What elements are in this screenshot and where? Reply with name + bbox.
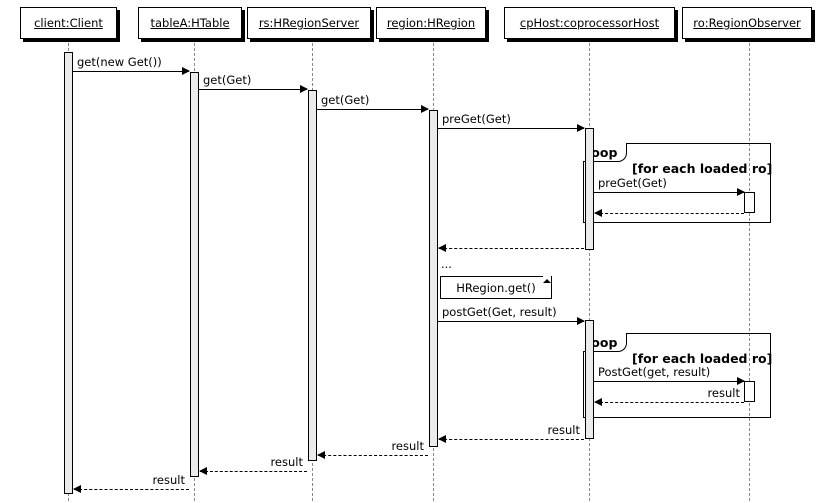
participant-tableA[interactable]: tableA:HTable <box>138 7 242 39</box>
message-arrowhead-m9 <box>737 377 745 385</box>
participant-label: rs:HRegionServer <box>258 16 360 30</box>
fragment-loop <box>583 333 771 418</box>
message-label-m11: result <box>547 423 580 437</box>
activation-bar-cpHost <box>585 320 594 439</box>
participant-cpHost[interactable]: cpHost:coprocessorHost <box>504 7 675 39</box>
participant-label: region:HRegion <box>386 16 476 30</box>
fragment-operator-tab: loop <box>583 143 627 162</box>
participant-label: client:Client <box>34 16 103 30</box>
message-label-m10: result <box>707 386 740 400</box>
lifeline-ro <box>749 43 751 501</box>
fragment-operator-tab: loop <box>583 333 627 352</box>
fragment-operator-label: loop <box>587 334 618 350</box>
lifeline-cpHost <box>589 43 591 501</box>
message-label-m2: get(Get) <box>203 73 252 87</box>
participant-label: ro:RegionObserver <box>693 16 801 30</box>
activation-bar-tableA <box>190 72 199 477</box>
message-label-m13: result <box>270 455 303 469</box>
message-line-m8 <box>438 321 584 322</box>
participant-label: tableA:HTable <box>150 16 230 30</box>
message-line-m5 <box>594 192 744 193</box>
fragment-loop <box>583 143 771 223</box>
message-arrowhead-m12 <box>317 451 325 459</box>
message-arrowhead-m11 <box>438 435 446 443</box>
message-label-m12: result <box>391 439 424 453</box>
message-arrowhead-m6 <box>594 209 602 217</box>
message-line-m14 <box>74 489 189 490</box>
message-label-m4: preGet(Get) <box>442 112 511 126</box>
note-box: HRegion.get() <box>440 276 552 299</box>
note-text: HRegion.get() <box>456 280 536 295</box>
message-line-m1 <box>73 71 189 72</box>
participant-ro[interactable]: ro:RegionObserver <box>682 7 812 39</box>
message-label-m14: result <box>152 473 185 487</box>
activation-bar-rs <box>308 90 317 461</box>
message-line-m4 <box>438 128 584 129</box>
message-line-m9 <box>594 381 744 382</box>
activation-bar-ro <box>744 192 755 213</box>
participant-rs[interactable]: rs:HRegionServer <box>247 7 371 39</box>
message-arrowhead-m14 <box>73 485 81 493</box>
message-arrowhead-m4 <box>577 124 585 132</box>
participant-region[interactable]: region:HRegion <box>376 7 486 39</box>
message-arrowhead-m2 <box>300 85 308 93</box>
message-arrowhead-m3 <box>421 105 429 113</box>
message-line-m10 <box>595 402 744 403</box>
message-line-m13 <box>200 471 307 472</box>
note-fold-inner-icon <box>543 275 551 283</box>
participant-client[interactable]: client:Client <box>20 7 117 39</box>
activation-bar-client <box>64 52 73 494</box>
message-arrowhead-m5 <box>737 188 745 196</box>
message-line-m7 <box>439 248 584 249</box>
activation-bar-ro <box>744 381 755 402</box>
fragment-operator-label: loop <box>587 144 618 160</box>
message-arrowhead-m7 <box>438 244 446 252</box>
message-arrowhead-m1 <box>182 67 190 75</box>
message-line-m3 <box>317 109 428 110</box>
message-line-m11 <box>439 439 584 440</box>
message-arrowhead-m8 <box>577 317 585 325</box>
message-line-m2 <box>199 89 307 90</box>
message-label-m1: get(new Get()) <box>77 55 162 69</box>
activation-bar-cpHost <box>585 128 594 250</box>
fragment-guard-condition: [for each loaded ro] <box>632 351 773 366</box>
participant-label: cpHost:coprocessorHost <box>519 16 660 30</box>
message-label-m9: PostGet(get, result) <box>598 365 711 379</box>
activation-bar-region <box>429 110 438 447</box>
separator-ellipsis: ... <box>441 257 452 271</box>
message-arrowhead-m10 <box>594 398 602 406</box>
message-line-m12 <box>318 455 428 456</box>
message-line-m6 <box>595 213 744 214</box>
message-arrowhead-m13 <box>199 467 207 475</box>
message-label-m8: postGet(Get, result) <box>442 305 557 319</box>
message-label-m5: preGet(Get) <box>598 176 667 190</box>
fragment-guard-condition: [for each loaded ro] <box>632 161 773 176</box>
message-label-m3: get(Get) <box>321 93 370 107</box>
